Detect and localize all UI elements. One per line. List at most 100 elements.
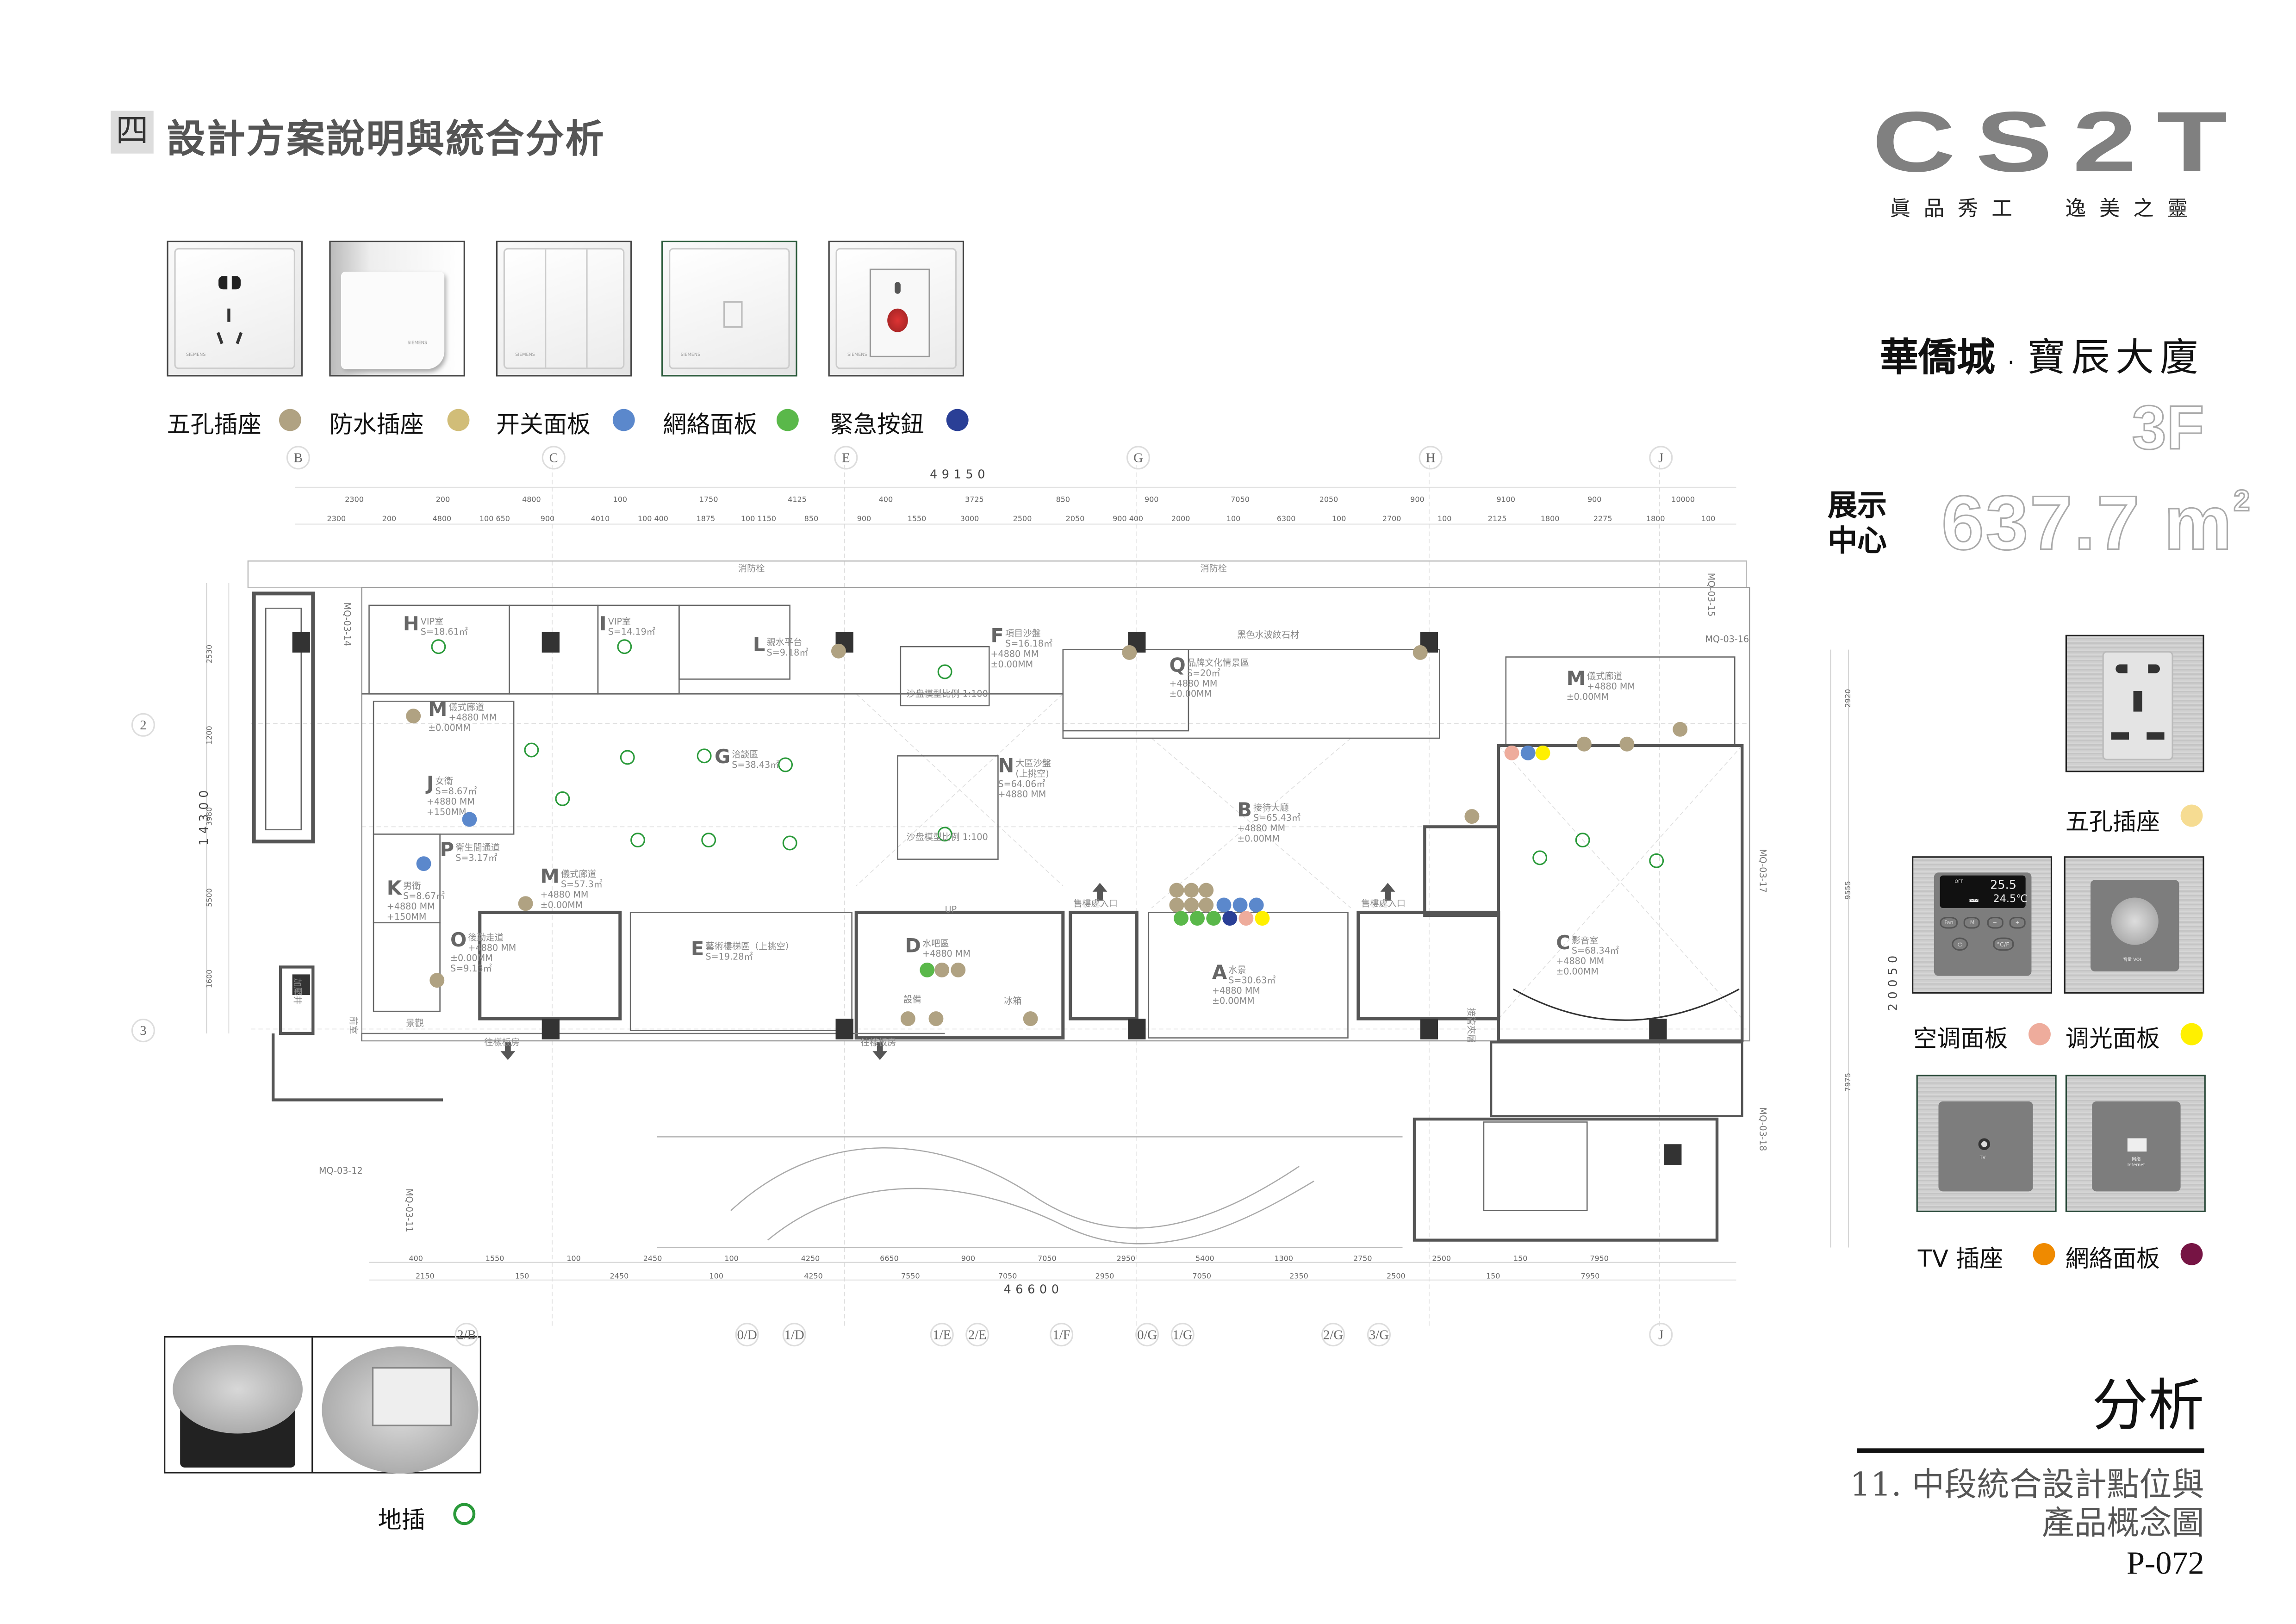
floor-socket-point bbox=[431, 639, 446, 654]
brand-mark: SIEMENS bbox=[407, 339, 427, 346]
room-name: VIP室 bbox=[608, 617, 631, 628]
dimension-value: 900 bbox=[961, 1255, 976, 1264]
dimension-value: 2050 bbox=[1065, 515, 1085, 524]
room-letter: B bbox=[1237, 800, 1252, 822]
dimension-value: 2500 bbox=[1387, 1272, 1406, 1282]
dimension-value: 200 bbox=[382, 515, 397, 524]
room-l2: S=64.06㎡ bbox=[998, 779, 1045, 790]
room-name: 水景 bbox=[1228, 965, 1246, 976]
room-l3: +150MM bbox=[386, 912, 427, 923]
device-point bbox=[1169, 897, 1184, 913]
switch-panel-point bbox=[1520, 745, 1536, 760]
emergency-button-image: SIEMENS bbox=[828, 240, 964, 377]
legend-label-emergency-button: 緊急按鈕 bbox=[829, 410, 924, 439]
switch-panel-image: SIEMENS bbox=[496, 240, 632, 377]
room-name: 接待大廳 bbox=[1253, 803, 1289, 814]
plan-annotation: 沙盘模型比例 1:100 bbox=[906, 833, 988, 843]
room-l2: ±0.00MM bbox=[428, 723, 471, 734]
room-l3: +4880 MM bbox=[998, 790, 1046, 800]
sheet-reference: MQ-03-16 bbox=[1705, 635, 1749, 646]
dimension-value: 4125 bbox=[788, 496, 807, 505]
axis-label-bottom: 2/G bbox=[1321, 1323, 1345, 1347]
axis-label-bottom: 3/G bbox=[1367, 1323, 1391, 1347]
device-point bbox=[1535, 745, 1550, 760]
dimension-value: 1200 bbox=[205, 726, 215, 745]
room-l1: S=18.61㎡ bbox=[420, 627, 468, 638]
dimension-value: 900 bbox=[1410, 496, 1425, 505]
device-point bbox=[1619, 736, 1635, 752]
ac-set-temp: 25.5 bbox=[1990, 878, 2016, 892]
room-l3: ±0.00MM bbox=[1212, 996, 1255, 1007]
device-point bbox=[1174, 911, 1188, 926]
right-legend-dot-tv-socket bbox=[2033, 1243, 2055, 1265]
room-name: 衛生間通道 bbox=[455, 843, 500, 853]
legend-label-waterproof-socket: 防水插座 bbox=[329, 410, 424, 439]
dimension-value: 100 bbox=[1437, 515, 1452, 524]
dimension-value: 100 bbox=[566, 1255, 581, 1264]
axis-label-bottom: 1/F bbox=[1050, 1323, 1074, 1347]
legend-label-five-hole-socket: 五孔插座 bbox=[167, 410, 261, 439]
device-point bbox=[1199, 897, 1214, 913]
room-l1: (上挑空) bbox=[1015, 769, 1049, 780]
room-name: 儀式廊道 bbox=[448, 703, 485, 713]
plan-annotation: 消防栓 bbox=[738, 564, 765, 574]
dimension-value: 100 bbox=[1332, 515, 1346, 524]
axis-label-left: 3 bbox=[131, 1019, 155, 1043]
dimension-value: 2050 bbox=[1319, 496, 1338, 505]
network-panel-image: SIEMENS bbox=[661, 240, 797, 377]
page-title: 設計方案說明與統合分析 bbox=[167, 118, 605, 162]
dimension-value: 6650 bbox=[880, 1255, 899, 1264]
dimension-total-bottom: 46600 bbox=[1003, 1283, 1064, 1296]
right-legend-dot-network-panel bbox=[2180, 1243, 2203, 1265]
device-point bbox=[1190, 911, 1205, 926]
dimension-total-top: 49150 bbox=[929, 468, 990, 481]
room-letter: C bbox=[1556, 933, 1570, 955]
sheet-reference: MQ-03-15 bbox=[1705, 572, 1716, 617]
floor-number: 3F bbox=[2131, 392, 2205, 463]
plan-annotation: UP bbox=[945, 905, 957, 915]
room-l1: S=9.18㎡ bbox=[766, 648, 809, 659]
dimension-value: 2125 bbox=[1487, 515, 1507, 524]
dimension-value: 100 bbox=[1701, 515, 1716, 524]
room-l2: +4880 MM bbox=[386, 902, 435, 913]
ac-panel-image: OFF 25.5 24.5℃ AUTO Fan M − + ⏻ °C/F bbox=[1912, 856, 2053, 994]
area-unit-sup: 2 bbox=[2233, 485, 2252, 519]
network-cn-label: 网络 bbox=[2132, 1156, 2141, 1162]
plan-annotation: 消防栓 bbox=[1200, 564, 1227, 574]
axis-label-bottom: J bbox=[1649, 1323, 1673, 1347]
sheet-reference: MQ-03-18 bbox=[1757, 1107, 1767, 1151]
dimension-value: 4800 bbox=[522, 496, 541, 505]
room-l1: +4880 MM bbox=[468, 943, 516, 954]
room-letter: N bbox=[998, 756, 1014, 778]
area-number: 637.7 bbox=[1941, 480, 2141, 567]
device-point bbox=[951, 962, 966, 977]
room-letter: K bbox=[386, 878, 402, 901]
dimension-value: 2300 bbox=[345, 496, 364, 505]
room-name: 女衛 bbox=[435, 776, 453, 787]
area-value: 637.7 m2 bbox=[1941, 480, 2252, 568]
footer-title-line1: 11. 中段統合設計點位與 bbox=[1850, 1467, 2204, 1505]
floor-socket-point bbox=[701, 833, 716, 848]
dimension-value: 900 bbox=[1587, 496, 1602, 505]
device-point bbox=[900, 1011, 915, 1027]
room-l1: S=3.17㎡ bbox=[455, 853, 498, 864]
device-point bbox=[1673, 722, 1688, 737]
dimension-value: 2300 bbox=[327, 515, 346, 524]
dimension-value: 2275 bbox=[1593, 515, 1612, 524]
dimension-value: 2350 bbox=[1289, 1272, 1308, 1282]
dimension-value: 7050 bbox=[998, 1272, 1017, 1282]
right-legend-label-network-panel: 網絡面板 bbox=[2065, 1244, 2160, 1273]
room-name: 親水平台 bbox=[766, 638, 803, 648]
device-point bbox=[1023, 1011, 1038, 1027]
legend-label-switch-panel: 开关面板 bbox=[496, 410, 591, 439]
room-l1: S=20㎡ bbox=[1187, 669, 1220, 679]
legend-dot-waterproof-socket bbox=[447, 409, 470, 431]
section-number: 四 bbox=[111, 111, 154, 154]
